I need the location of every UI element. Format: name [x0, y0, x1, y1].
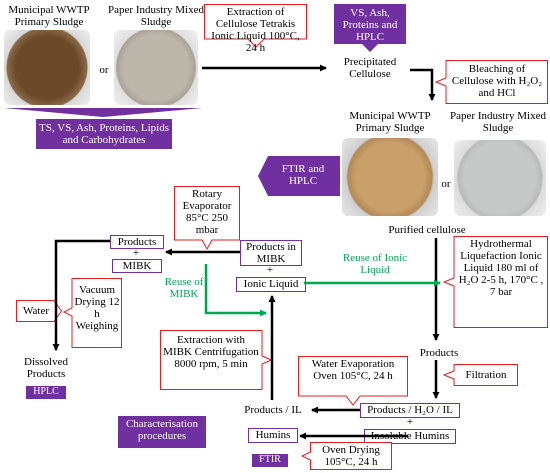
purified-paper-photo [454, 140, 546, 216]
humins-box: Humins [248, 428, 298, 443]
plus-sign-1: + [132, 247, 140, 259]
vacuum-drying-callout: Vacuum Drying 12 h Weighing [62, 278, 122, 348]
purified-municipal-label: Municipal WWTP Primary Sludge [349, 110, 431, 134]
plus-sign-3: + [406, 416, 414, 428]
ionic-liquid-box: Ionic Liquid [236, 277, 306, 292]
municipal-label: Municipal WWTP Primary Sludge [8, 4, 90, 28]
vs-hplc-label: VS, Ash, Proteins and HPLC [334, 4, 406, 52]
purified-paper-label: Paper Industry Mixed Sludge [450, 110, 546, 134]
purified-municipal-photo [342, 138, 438, 216]
or-label: or [99, 64, 109, 76]
extraction-callout: Extraction of Cellulose Tetrakis Ionic L… [204, 4, 307, 54]
purified-cellulose: Purified cellulose [388, 224, 466, 236]
oven-drying-callout: Oven Drying 105°C, 24 h [300, 442, 392, 470]
purified-or-label: or [441, 178, 451, 190]
characterisation-legend: Characterisation procedures [118, 416, 206, 448]
dissolved-products: Dissolved Products [24, 356, 68, 380]
analysis-banner: TS, VS, Ash, Proteins, Lipids and Carboh… [4, 108, 202, 152]
paper-sludge-photo [114, 30, 198, 105]
ftir-label: FTIR [252, 454, 288, 467]
water-evaporation-callout: Water Evaporation Oven 105°C, 24 h [298, 356, 408, 406]
products-label: Products [419, 347, 459, 359]
bleaching-callout: Bleaching of Cellulose with H₂O₂ and HCl [434, 60, 548, 104]
products-box: Products [110, 235, 164, 249]
municipal-sludge-photo [4, 30, 90, 105]
filtration-callout: Filtration [442, 364, 518, 386]
paper-label: Paper Industry Mixed Sludge [108, 4, 204, 28]
plus-sign-2: + [266, 264, 274, 276]
hydrothermal-callout: Hydrothermal Liquefaction Ionic Liquid 1… [442, 236, 548, 328]
mibk-box: MIBK [112, 259, 162, 273]
hplc-label: HPLC [26, 386, 66, 399]
products-h2o-il-box: Products / H₂O / IL [360, 403, 460, 418]
reuse-ionic-liquid-label: Reuse of Ionic Liquid [342, 252, 408, 276]
ftir-hplc-label: FTIR and HPLC [258, 156, 340, 196]
extraction-mibk-callout: Extraction with MIBK Centrifugation 8000… [160, 330, 273, 390]
products-il-label: Products / IL [244, 404, 302, 416]
products-in-mibk-box: Products in MIBK [240, 240, 302, 266]
rotary-evaporator-callout: Rotary Evaporator 85°C 250 mbar [174, 186, 240, 251]
precipitated-cellulose: Precipitated Cellulose [343, 56, 397, 80]
reuse-mibk-label: Reuse of MIBK [164, 276, 204, 300]
water-callout: Water [16, 300, 63, 322]
